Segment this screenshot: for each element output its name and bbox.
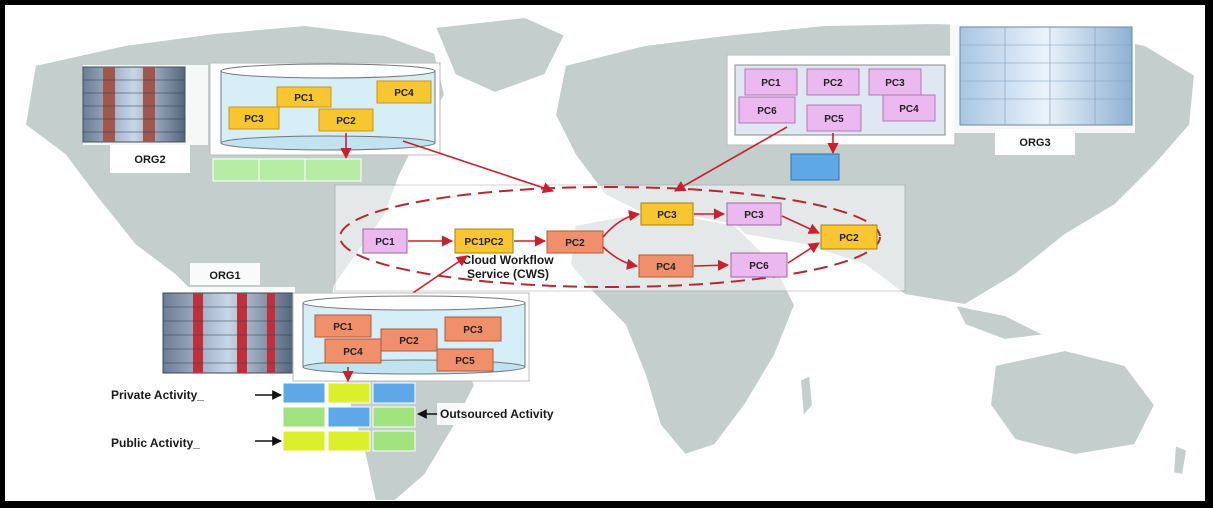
org3-group: PC1 PC2 PC3 PC6 PC5 PC4	[726, 23, 1135, 181]
org2-building	[82, 66, 186, 143]
activity-cell-private	[372, 382, 416, 404]
svg-text:PC2: PC2	[839, 233, 859, 244]
svg-text:PC3: PC3	[244, 114, 264, 125]
svg-text:PC2: PC2	[565, 238, 585, 249]
cws-panel: PC1 PC1PC2 PC2 PC3 PC3 PC4 PC6 PC2	[334, 184, 906, 292]
org1-group: ORG1 PC1 PC3 PC2 PC4	[109, 263, 612, 453]
org3-pc4: PC4	[882, 94, 936, 122]
org2-pc1: PC1	[276, 86, 332, 108]
australia-shape	[988, 348, 1157, 457]
org1-pc2: PC2	[380, 328, 438, 352]
cws-pc2: PC2	[546, 230, 604, 254]
legend-private-label: Private Activity_	[111, 388, 204, 402]
org2-pc3: PC3	[228, 106, 280, 130]
activity-grid	[282, 382, 416, 452]
org3-pc2: PC2	[806, 68, 860, 96]
activity-cell-outsourced	[282, 406, 326, 428]
cws-pc4: PC4	[638, 254, 694, 278]
cws-label-line1: Cloud Workflow	[462, 253, 554, 267]
activity-cell-outsourced	[372, 406, 416, 428]
cws-pc3: PC3	[640, 202, 694, 226]
org1-label: ORG1	[209, 270, 240, 282]
org1-pc1: PC1	[314, 314, 372, 338]
svg-text:PC2: PC2	[823, 78, 843, 89]
svg-text:PC1: PC1	[294, 93, 314, 104]
activity-cell-private	[282, 382, 326, 404]
org2-group: ORG2 PC1 PC4 PC3 PC2	[82, 62, 441, 182]
org3-activity-box	[790, 153, 840, 181]
svg-text:PC4: PC4	[343, 347, 363, 358]
svg-text:PC4: PC4	[899, 104, 919, 115]
svg-text:PC6: PC6	[757, 106, 777, 117]
org3-pc1: PC1	[744, 68, 798, 96]
diagram-frame: ORG2 PC1 PC4 PC3 PC2	[5, 5, 1205, 501]
svg-text:PC3: PC3	[885, 78, 905, 89]
svg-text:PC1PC2: PC1PC2	[465, 237, 504, 248]
activity-cell-outsourced	[372, 430, 416, 452]
activity-cell-public	[282, 430, 326, 452]
islands-shape	[953, 303, 1049, 342]
activity-cell-public	[327, 382, 371, 404]
new-zealand-shape	[1171, 443, 1189, 477]
cws-boundary	[339, 186, 881, 288]
svg-text:PC5: PC5	[455, 356, 475, 367]
svg-text:PC3: PC3	[744, 210, 764, 221]
svg-text:PC6: PC6	[749, 261, 769, 272]
cloud-workflow-diagram: ORG2 PC1 PC4 PC3 PC2	[23, 15, 1197, 501]
activity-cell-private	[327, 406, 371, 428]
org3-pc3: PC3	[868, 68, 922, 96]
svg-text:PC5: PC5	[824, 114, 844, 125]
activity-cell-public	[327, 430, 371, 452]
org3-label: ORG3	[1019, 137, 1050, 149]
cws-pc3b: PC3	[726, 202, 782, 226]
svg-text:PC4: PC4	[394, 88, 414, 99]
cws-flow-arrows	[408, 208, 821, 271]
svg-text:PC1: PC1	[761, 78, 781, 89]
org2-activity-bar	[212, 158, 362, 182]
org3-pc5: PC5	[806, 104, 862, 132]
svg-text:PC1: PC1	[333, 322, 353, 333]
org1-pc4: PC4	[324, 338, 382, 364]
org2-label: ORG2	[134, 154, 165, 166]
greenland-shape	[433, 15, 567, 95]
cws-label-line2: Service (CWS)	[467, 267, 549, 281]
org3-pc6: PC6	[738, 96, 796, 124]
cws-pc2-end: PC2	[820, 224, 878, 250]
org1-pc3: PC3	[444, 316, 502, 342]
org-connectors	[402, 126, 788, 296]
svg-text:PC4: PC4	[656, 262, 676, 273]
svg-text:PC2: PC2	[399, 336, 419, 347]
svg-text:PC2: PC2	[336, 116, 356, 127]
madagascar-shape	[798, 373, 815, 420]
svg-text:PC1: PC1	[375, 237, 395, 248]
org2-pc4: PC4	[376, 80, 432, 104]
legend-public-label: Public Activity_	[111, 436, 200, 450]
org1-pc5: PC5	[436, 348, 494, 372]
svg-text:PC3: PC3	[463, 325, 483, 336]
cws-pc6: PC6	[730, 252, 788, 278]
cws-pc1pc2: PC1PC2	[454, 228, 514, 254]
org2-pc2: PC2	[318, 108, 374, 132]
cws-pc1: PC1	[362, 228, 408, 254]
legend-outsourced-label: Outsourced Activity	[440, 407, 554, 421]
svg-text:PC3: PC3	[657, 210, 677, 221]
org3-building	[959, 26, 1133, 126]
